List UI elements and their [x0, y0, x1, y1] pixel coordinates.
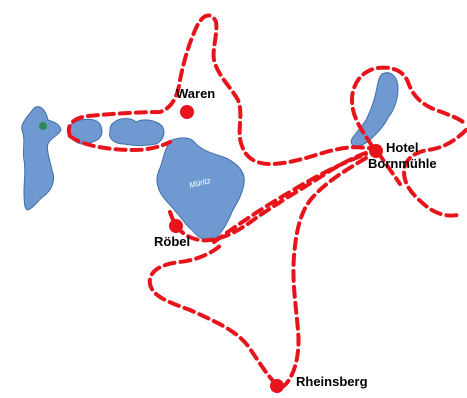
- lakes: [21, 72, 399, 241]
- place-label-hotel-line1: Hotel: [386, 140, 419, 155]
- marker-waren[interactable]: [180, 105, 194, 119]
- route-north-loop: [66, 13, 381, 166]
- place-label-hotel-line2: Bornmühle: [368, 156, 437, 171]
- marker-rheinsberg[interactable]: [270, 379, 284, 393]
- place-label-waren: Waren: [176, 86, 215, 101]
- route-east-tail: [402, 128, 467, 218]
- place-label-robel: Röbel: [154, 234, 190, 249]
- labels: Müritz Waren Röbel Hotel Bornmühle Rhein…: [154, 86, 437, 389]
- route-robel-hotel-b: [212, 152, 368, 244]
- lake-east: [350, 72, 399, 147]
- lake-small-2: [109, 118, 165, 146]
- lake-mueritz: [156, 137, 245, 241]
- lake-west: [21, 106, 62, 211]
- place-label-rheinsberg: Rheinsberg: [296, 374, 368, 389]
- marker-hotel-bornmuehle[interactable]: [369, 144, 383, 158]
- small-green-marker: [39, 122, 47, 130]
- route-west-link: [68, 134, 172, 152]
- route: [66, 13, 467, 390]
- route-rheinsberg-west: [147, 242, 278, 386]
- markers: [169, 105, 383, 393]
- route-hotel-rheinsberg: [274, 156, 368, 390]
- route-east-loop: [350, 65, 467, 148]
- marker-robel[interactable]: [169, 219, 183, 233]
